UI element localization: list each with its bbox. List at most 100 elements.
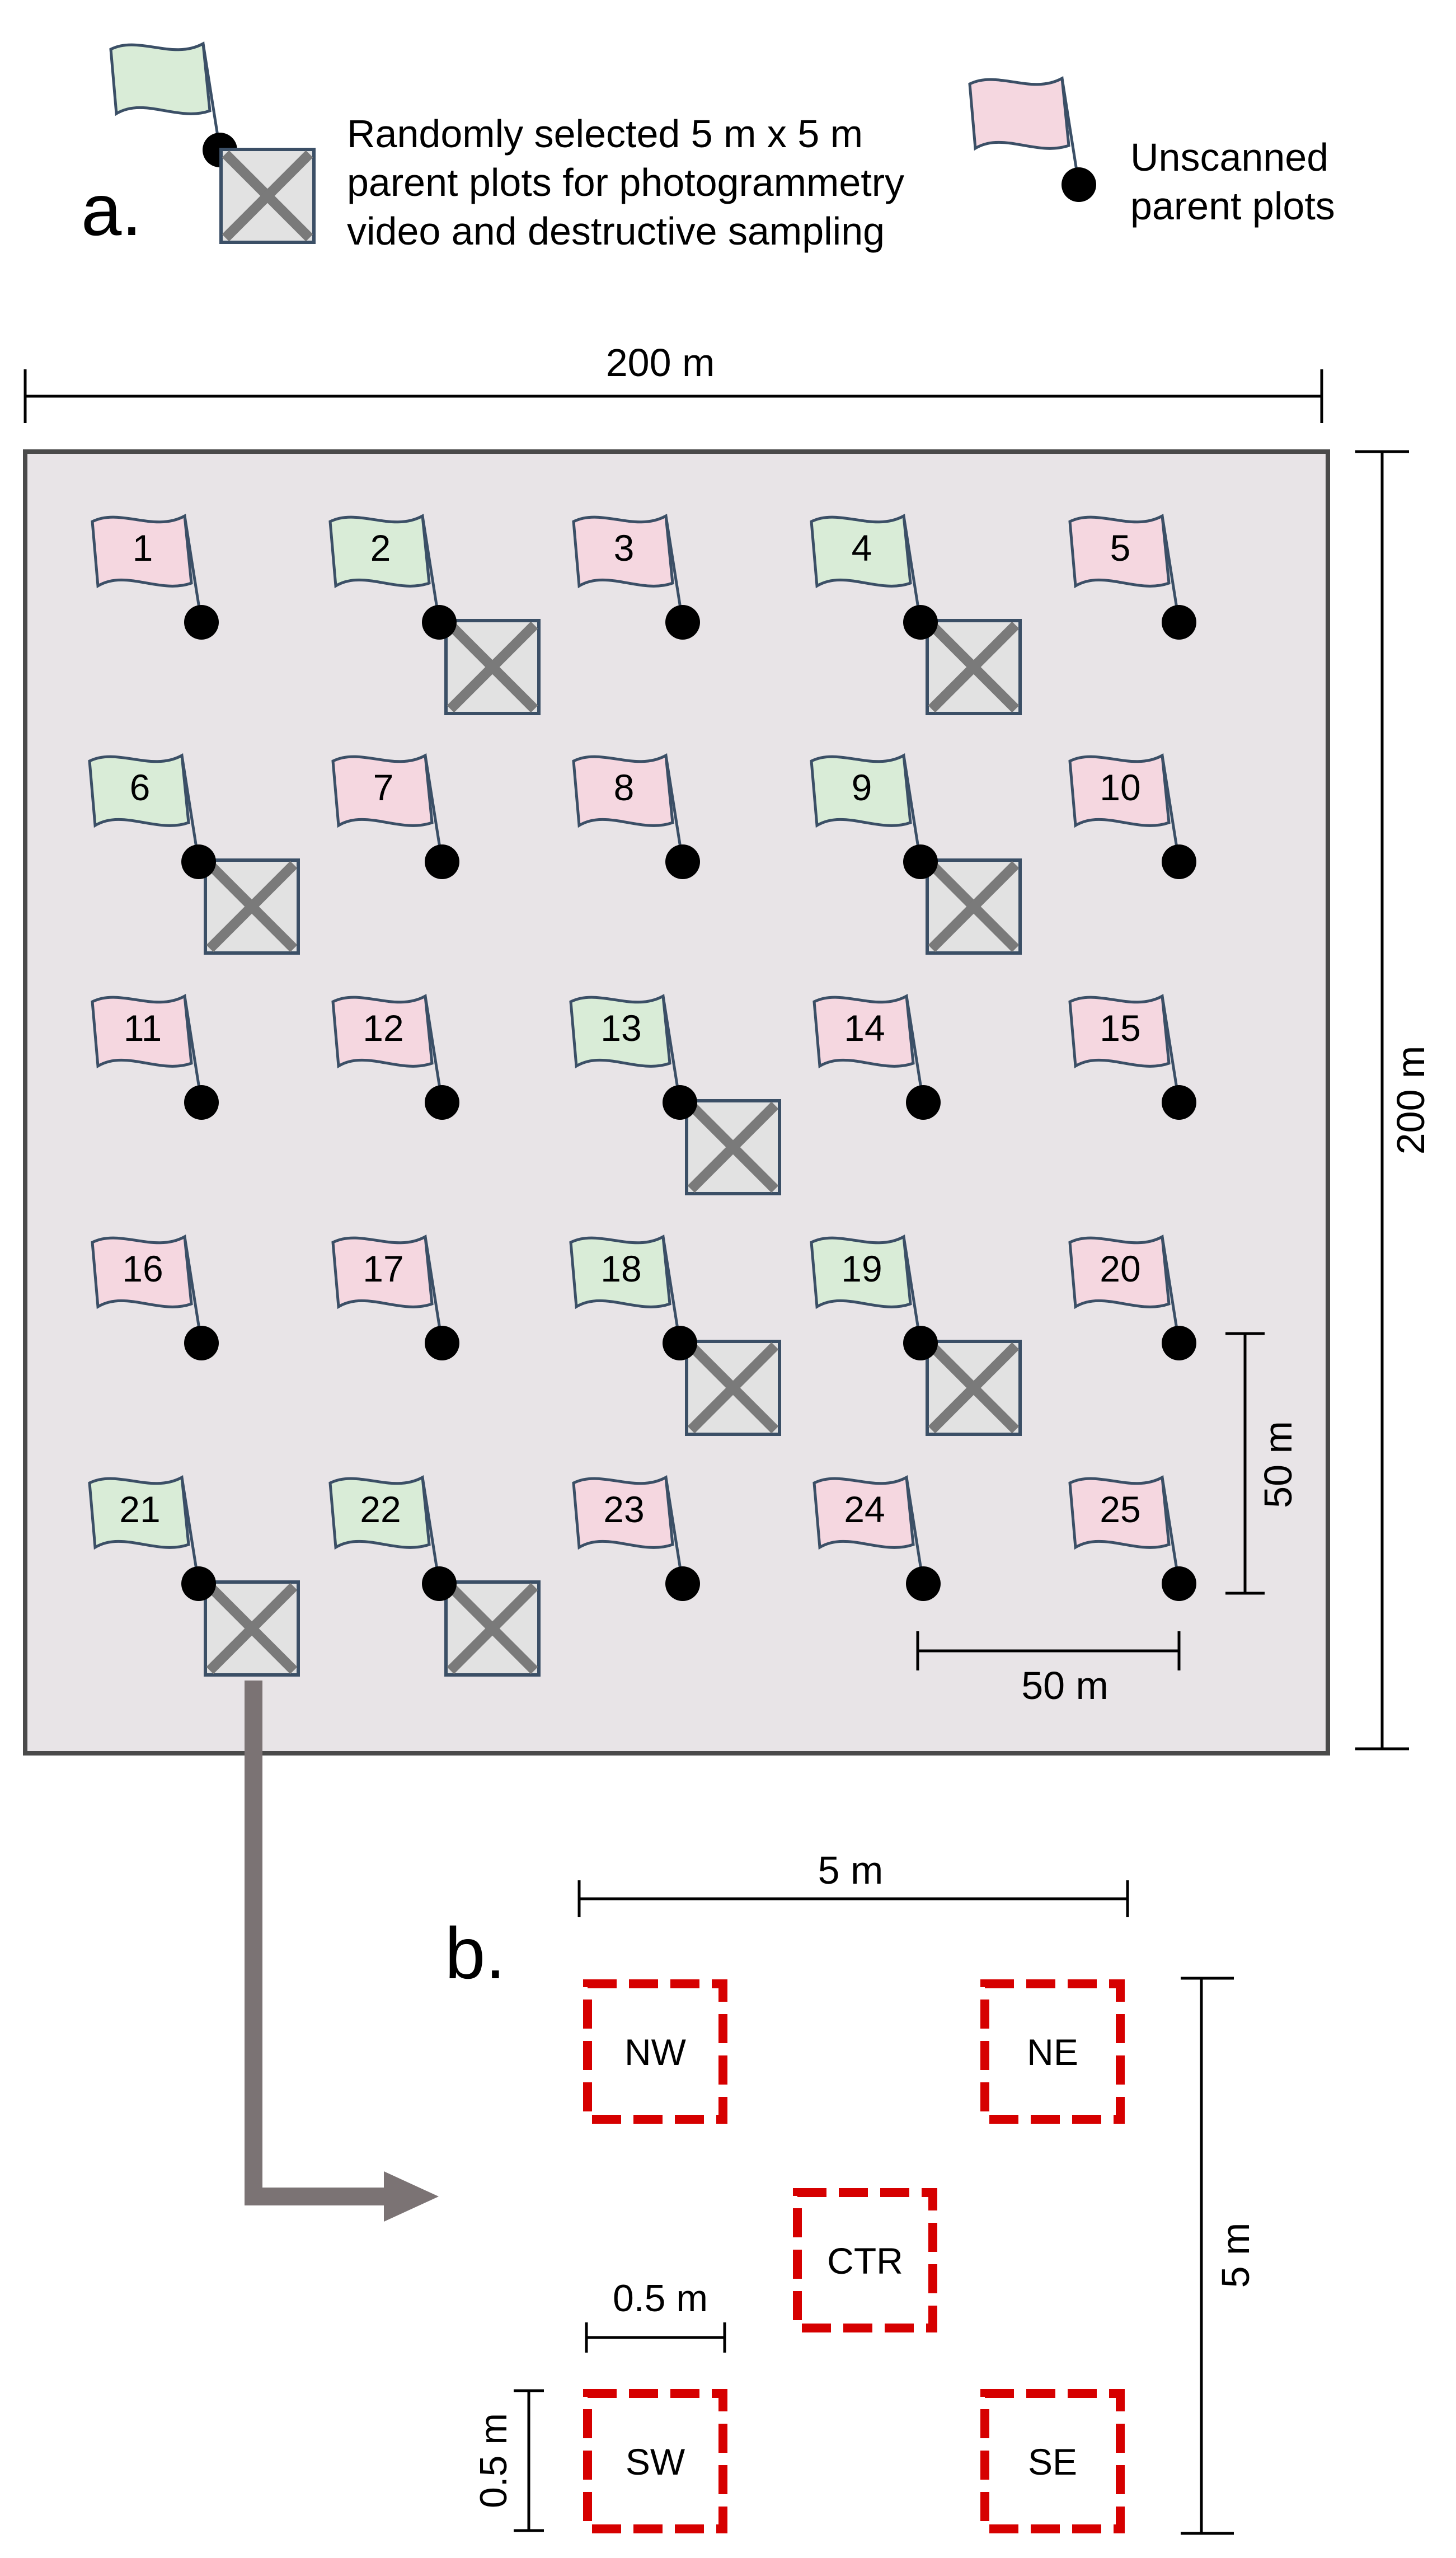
plot-marker-dot — [903, 1326, 938, 1360]
plot-marker-dot — [903, 844, 938, 879]
subplot-ctr: CTR — [793, 2188, 937, 2332]
sampled-plot-box-18 — [685, 1340, 781, 1436]
flag-pole — [180, 1477, 200, 1584]
plot-number: 23 — [603, 1489, 644, 1530]
plot-number: 24 — [844, 1489, 885, 1530]
plot-flag-10: 10 — [1068, 753, 1196, 879]
plot-flag-11: 11 — [91, 994, 219, 1120]
plot-number: 3 — [614, 527, 635, 569]
plot-marker-dot — [665, 605, 700, 640]
subplot-sw: SW — [583, 2389, 727, 2533]
plot-flag-5: 5 — [1068, 514, 1196, 640]
plot-number: 5 — [1110, 527, 1131, 569]
panel-a-label: a. — [81, 169, 142, 251]
subplot-height-dimension — [514, 2389, 544, 2532]
plot-flag-23: 23 — [572, 1475, 700, 1601]
flag-banner — [1068, 1235, 1171, 1309]
plot-number: 18 — [600, 1248, 641, 1289]
plot-number: 10 — [1100, 767, 1140, 808]
legend-unscanned-text: Unscanned parent plots — [1130, 135, 1340, 228]
plot-flag-19: 19 — [810, 1235, 938, 1360]
flag-banner — [812, 1475, 915, 1550]
flag-pole — [1161, 1236, 1181, 1344]
plot-number: 17 — [363, 1248, 403, 1289]
plot-number: 20 — [1100, 1248, 1140, 1289]
plot-number: 12 — [363, 1007, 403, 1049]
flag-banner — [91, 514, 193, 589]
plot-marker-dot — [665, 1566, 700, 1601]
subplot-label: NW — [624, 2031, 687, 2073]
legend-selected-text: Randomly selected 5 m x 5 m parent plots… — [347, 112, 915, 253]
field-height-label: 200 m — [1389, 1046, 1432, 1155]
flag-banner — [1068, 994, 1171, 1069]
plot-marker-dot — [906, 1566, 941, 1601]
legend-selected-symbol — [109, 41, 316, 244]
sampled-plot-box-21 — [204, 1580, 300, 1677]
plot-marker-dot — [1162, 605, 1196, 640]
flag-pole — [424, 996, 444, 1103]
subplot-label: SE — [1028, 2441, 1077, 2482]
flag-banner — [109, 41, 212, 116]
subplot-width-dimension — [585, 2322, 726, 2353]
flag-banner — [572, 514, 674, 589]
subplot-label: CTR — [827, 2240, 903, 2282]
plot-flag-20: 20 — [1068, 1235, 1196, 1360]
flag-pole — [183, 1236, 203, 1344]
plot-marker-dot — [1062, 167, 1096, 202]
plot-marker-dot — [184, 1085, 219, 1120]
plot-number: 14 — [844, 1007, 885, 1049]
plot-flag-7: 7 — [331, 753, 459, 879]
parent-plot-height-label: 5 m — [1214, 2223, 1257, 2288]
flag-pole — [664, 755, 684, 862]
plot-marker-dot — [425, 844, 459, 879]
flag-banner — [968, 76, 1070, 151]
sampled-plot-box-9 — [926, 858, 1022, 955]
plot-flag-15: 15 — [1068, 994, 1196, 1120]
flag-banner — [572, 1475, 674, 1550]
sampled-plot-box-4 — [926, 619, 1022, 715]
flag-pole — [1161, 515, 1181, 623]
plot-flag-8: 8 — [572, 753, 700, 879]
legend-pink-flag-icon — [968, 76, 1096, 202]
flag-banner — [810, 1235, 912, 1309]
legend-unscanned-symbol — [968, 76, 1096, 202]
spacing-h-label: 50 m — [1021, 1664, 1109, 1707]
flag-banner — [91, 994, 193, 1069]
flag-pole — [902, 755, 922, 862]
flag-banner — [569, 994, 671, 1069]
plot-number: 2 — [370, 527, 391, 569]
flag-pole — [424, 1236, 444, 1344]
plot-marker-dot — [425, 1085, 459, 1120]
plot-marker-dot — [184, 605, 219, 640]
plot-marker-dot — [663, 1085, 697, 1120]
sampled-plot-box-2 — [444, 619, 541, 715]
spacing-v-dimension — [1225, 1332, 1265, 1595]
parent-plot-width-label: 5 m — [818, 1848, 884, 1892]
plot-flag-9: 9 — [810, 753, 938, 879]
plot-marker-dot — [663, 1326, 697, 1360]
plot-number: 8 — [614, 767, 635, 808]
flag-pole — [661, 996, 682, 1103]
plot-marker-dot — [181, 844, 216, 879]
plot-number: 1 — [133, 527, 153, 569]
flag-banner — [810, 514, 912, 589]
zoom-arrow — [245, 1681, 439, 2222]
flag-pole — [902, 515, 922, 623]
legend-unscanned-line-1: Unscanned — [1130, 135, 1328, 179]
plot-flag-3: 3 — [572, 514, 700, 640]
plot-flag-13: 13 — [569, 994, 697, 1120]
plot-flag-25: 25 — [1068, 1475, 1196, 1601]
flag-pole — [201, 43, 222, 151]
flag-pole — [183, 996, 203, 1103]
plot-marker-dot — [1162, 1085, 1196, 1120]
plot-flag-2: 2 — [328, 514, 457, 640]
flag-pole — [1161, 1477, 1181, 1584]
plot-flag-17: 17 — [331, 1235, 459, 1360]
plot-number: 9 — [852, 767, 872, 808]
plot-marker-dot — [665, 844, 700, 879]
flag-banner — [88, 1475, 190, 1550]
subplot-width-label: 0.5 m — [613, 2277, 708, 2320]
